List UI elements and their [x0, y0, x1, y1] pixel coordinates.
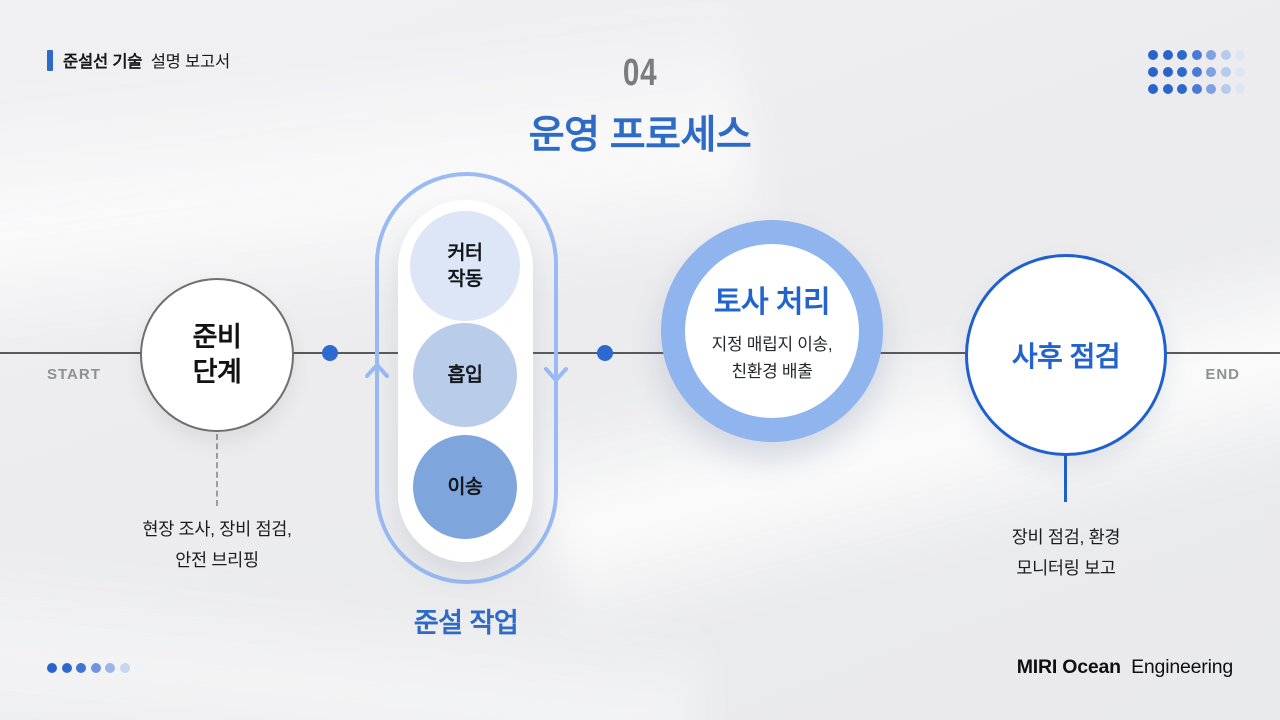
decor-dot: [119, 663, 130, 673]
timeline-dot: [597, 345, 613, 361]
stage-post-circle: 사후 점검: [965, 254, 1167, 456]
decor-dot: [1235, 84, 1245, 94]
decor-dot: [1191, 67, 1202, 77]
stage-soil-circle: 토사 처리 지정 매립지 이송, 친환경 배출: [661, 220, 883, 442]
dredging-step-cutter-line1: 커터: [447, 241, 483, 264]
decor-dot: [1177, 50, 1187, 60]
post-note-line1: 장비 점검, 환경: [1011, 527, 1121, 547]
decor-dot: [1235, 67, 1245, 77]
decor-dot: [1162, 50, 1173, 60]
decor-dot: [1191, 50, 1202, 60]
decor-dot: [1148, 67, 1158, 77]
decor-dot: [1220, 67, 1231, 77]
decor-dot: [1206, 50, 1216, 60]
stage-prep-title-line1: 준비: [192, 321, 242, 352]
timeline-start-label: START: [47, 366, 101, 383]
stage-soil-title: 토사 처리: [713, 285, 831, 319]
dredging-step-transfer: 이송: [413, 435, 517, 539]
stage-soil-desc-line2: 친환경 배출: [731, 362, 813, 381]
decor-dot: [1177, 84, 1187, 94]
dredging-step-transfer-line1: 이송: [447, 475, 483, 498]
brand-logo-rest: Engineering: [1131, 656, 1233, 678]
decor-dot: [1148, 50, 1158, 60]
stage-soil-desc: 지정 매립지 이송, 친환경 배출: [712, 331, 833, 385]
brand-logo-bold: MIRI Ocean: [1016, 656, 1121, 678]
dot-row-decoration: [47, 663, 144, 673]
timeline-dot: [322, 345, 338, 361]
decor-dot: [1177, 67, 1187, 77]
flow-arrow-up-icon: [365, 363, 389, 378]
report-tag: 준설선 기술 설명 보고서: [47, 48, 230, 72]
decor-dot: [76, 663, 86, 673]
prep-connector-dashed: [216, 434, 218, 506]
prep-note-line1: 현장 조사, 장비 점검,: [142, 519, 292, 539]
decor-dot: [1220, 50, 1231, 60]
decor-dot: [1191, 84, 1202, 94]
step-number: 04: [622, 52, 658, 94]
timeline-end-label: END: [1205, 366, 1240, 383]
stage-soil-desc-line1: 지정 매립지 이송,: [711, 334, 833, 354]
report-title-rest: 설명 보고서: [150, 53, 230, 71]
decor-dot: [1206, 84, 1216, 94]
decor-dot: [134, 663, 144, 673]
stage-prep-circle: 준비 단계: [140, 278, 294, 432]
decor-dot: [105, 663, 115, 673]
decor-dot: [90, 663, 101, 673]
dredging-step-suction: 흡입: [413, 323, 517, 427]
post-connector-solid: [1064, 456, 1067, 502]
stage-prep-title-line2: 단계: [192, 357, 242, 387]
decor-dot: [1220, 84, 1231, 94]
step-number-wrap: 04: [0, 52, 1280, 95]
dredging-step-cutter: 커터 작동: [410, 211, 520, 321]
report-title-bold: 준설선 기술: [63, 53, 143, 71]
decor-dot: [1162, 67, 1173, 77]
accent-bar: [47, 49, 53, 71]
dredging-step-suction-line1: 흡입: [447, 363, 483, 386]
decor-dot: [47, 663, 57, 673]
post-note: 장비 점검, 환경 모니터링 보고: [941, 522, 1191, 583]
report-title: 준설선 기술 설명 보고서: [63, 48, 230, 72]
page-title: 운영 프로세스: [528, 114, 752, 157]
decor-dot: [1206, 67, 1216, 77]
post-note-line2: 모니터링 보고: [1016, 557, 1116, 578]
decor-dot: [61, 663, 72, 673]
decor-dot: [1235, 50, 1245, 60]
prep-note-line2: 안전 브리핑: [175, 549, 259, 570]
dredging-step-cutter-line2: 작동: [447, 268, 483, 290]
decor-dot: [1162, 84, 1173, 94]
brand-logo: MIRI Ocean Engineering: [1016, 656, 1234, 679]
page-title-wrap: 운영 프로세스: [0, 104, 1280, 160]
dot-grid-decoration: [1148, 50, 1245, 94]
flow-arrow-down-icon: [544, 367, 568, 382]
decor-dot: [1148, 84, 1158, 94]
dredging-label: 준설 작업: [413, 608, 519, 638]
stage-post-title: 사후 점검: [1011, 341, 1121, 372]
prep-note: 현장 조사, 장비 점검, 안전 브리핑: [92, 514, 342, 575]
